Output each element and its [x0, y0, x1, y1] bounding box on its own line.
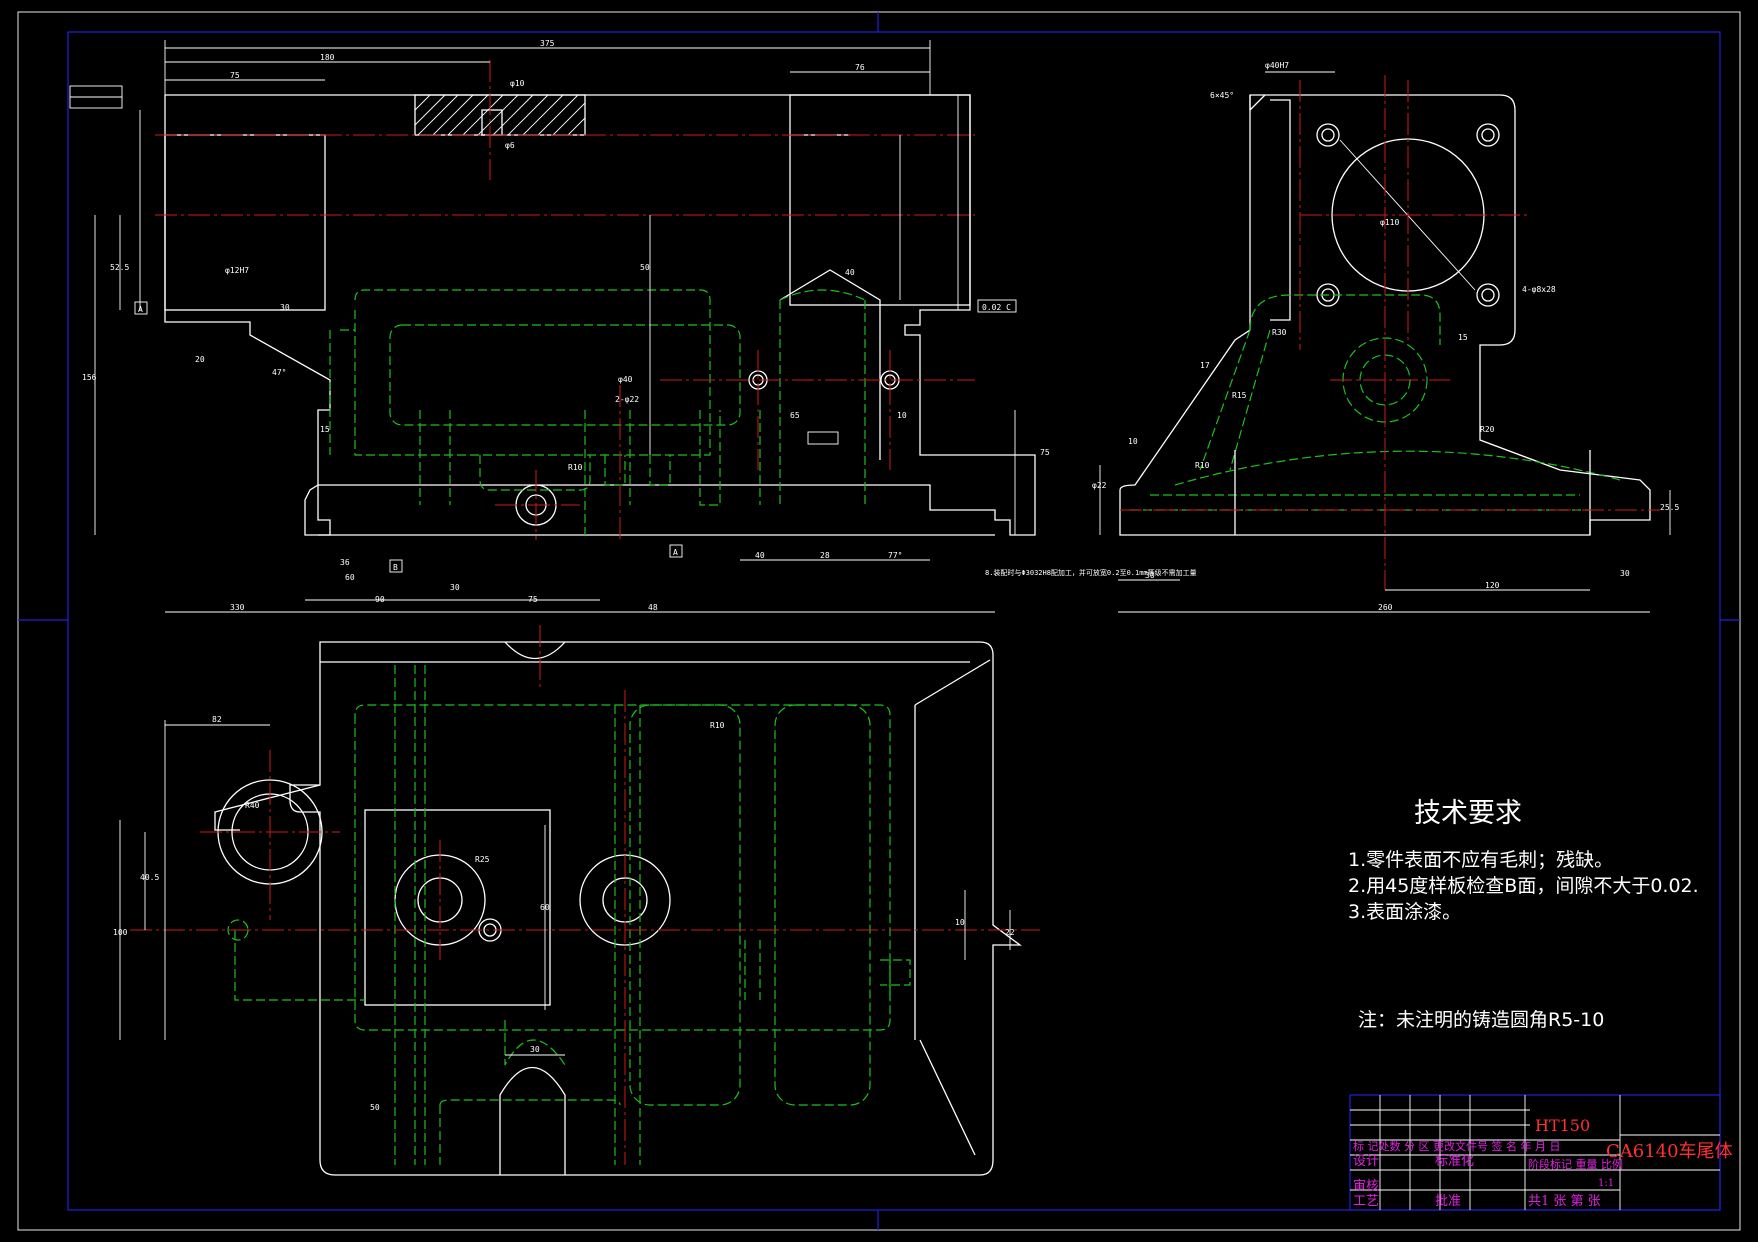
casting-fillet-note: 注：未注明的铸造圆角R5-10: [1358, 1009, 1604, 1031]
tech-req-item-2: 2.用45度样板检查B面，间隙不大于0.02.: [1348, 875, 1699, 897]
approve-label: 批准: [1435, 1194, 1461, 1209]
dim-28: 77°: [888, 551, 902, 560]
dim-30-side-right: 30: [1620, 569, 1630, 578]
review-label: 审核: [1353, 1179, 1379, 1194]
dim-65: 65: [790, 411, 800, 420]
dim-76: 76: [855, 63, 865, 72]
dim-36: 60: [345, 573, 355, 582]
drawing-border: [17, 11, 1741, 1231]
front-view: A A B 0.02 C 375 180 76 75 φ10 φ6 φ12H7 …: [69, 39, 1197, 613]
dim-77deg: 30: [450, 583, 460, 592]
side-dimension-lines: [1099, 71, 1671, 613]
dim-20-front: 20: [195, 355, 205, 364]
dim-r15: R15: [1232, 391, 1247, 400]
dim-75-bottom: 330: [230, 603, 245, 612]
dim-r40: R40: [245, 801, 260, 810]
dim-60: 90: [375, 595, 385, 604]
sheet-count: 共1 张 第 张: [1528, 1194, 1601, 1209]
dim-40-5: 40.5: [140, 873, 159, 882]
dim-30-front: 30: [280, 303, 290, 312]
dim-22-top: 22: [1005, 928, 1015, 937]
dim-50: 50: [640, 263, 650, 272]
tech-req-title: 技术要求: [1414, 798, 1522, 829]
dim-48: 40: [755, 551, 765, 560]
dim-phi12h7: φ12H7: [225, 266, 249, 275]
dim-30-side: 30: [1145, 571, 1155, 580]
dim-15-side: 15: [1458, 333, 1468, 342]
dim-60-top: 60: [540, 903, 550, 912]
dim-156: 156: [82, 373, 97, 382]
material-label: HT150: [1535, 1116, 1590, 1135]
dim-phi10: φ10: [510, 79, 525, 88]
front-side-note: 8.装配时与Φ3032H8配加工，并可放宽0.2至0.1mm等级不需加工量: [985, 568, 1197, 577]
dim-4-phi8: 4-φ8x28: [1522, 285, 1556, 294]
dim-phi6: φ6: [505, 141, 515, 150]
dim-chamfer: 6×45°: [1210, 91, 1234, 100]
scale-label: 1:1: [1598, 1178, 1614, 1189]
dim-phi40: φ40: [618, 375, 633, 384]
dim-phi40h7: φ40H7: [1265, 61, 1289, 70]
dim-75-right: 75: [1040, 448, 1050, 457]
dim-40: 40: [845, 268, 855, 277]
tech-req-item-3: 3.表面涂漆。: [1348, 901, 1461, 923]
dim-17: 17: [1200, 361, 1210, 370]
dim-phi22-side: φ22: [1092, 481, 1107, 490]
dim-10-top: 10: [955, 918, 965, 927]
dim-260: 260: [1378, 603, 1393, 612]
fcf-front-right: 0.02 C: [982, 303, 1011, 312]
dim-r10-top: R10: [710, 721, 725, 730]
top-dimension-lines: [119, 720, 1011, 1056]
stage-label: 阶段标记 重量 比例: [1528, 1157, 1623, 1171]
dim-75: 75: [230, 71, 240, 80]
dim-52-5: 52.5: [110, 263, 129, 272]
front-dimension-lines: [94, 40, 1016, 613]
dim-100-top: 100: [113, 928, 128, 937]
dim-120: 120: [1485, 581, 1500, 590]
dim-180: 180: [320, 53, 335, 62]
process-label: 工艺: [1353, 1194, 1379, 1209]
dim-phi110: φ110: [1380, 218, 1399, 227]
dim-50-top: 50: [370, 1103, 380, 1112]
dim-r20: R20: [1480, 425, 1495, 434]
dim-15-front: 15: [320, 425, 330, 434]
dim-24: 36: [340, 558, 350, 567]
standardize-label: 标准化: [1435, 1154, 1474, 1169]
dim-2-phi22: 2-φ22: [615, 395, 639, 404]
dim-40-bottom: 28: [820, 551, 830, 560]
datum-c-front: A: [138, 305, 143, 314]
dim-30-top: 30: [530, 1045, 540, 1054]
technical-requirements: 技术要求 1.零件表面不应有毛刺；残缺。 2.用45度样板检查B面，间隙不大于0…: [1348, 798, 1699, 1031]
design-label: 设计: [1353, 1154, 1379, 1169]
datum-a: A: [673, 548, 678, 557]
dim-r10-side: R10: [1195, 461, 1210, 470]
datum-b: B: [393, 563, 398, 572]
part-name: CA6140车尾体: [1606, 1141, 1733, 1162]
dim-r25: R25: [475, 855, 490, 864]
title-block: HT150 CA6140车尾体 标 记处数 分 区 更改文件号 签 名 年 月 …: [1349, 1094, 1733, 1211]
dim-r10-front: R10: [568, 463, 583, 472]
dim-375: 375: [540, 39, 555, 48]
dim-25-5: 25.5: [1660, 503, 1679, 512]
tech-req-item-1: 1.零件表面不应有毛刺；残缺。: [1348, 849, 1613, 871]
top-view: 82 R40 40.5 100 R25 60 10 22 R10 30 50: [113, 625, 1040, 1176]
dim-r30: R30: [1272, 328, 1287, 337]
dim-90: 75: [528, 595, 538, 604]
dim-330: 48: [648, 603, 658, 612]
revision-row: 标 记处数 分 区 更改文件号 签 名 年 月 日: [1353, 1139, 1560, 1153]
dim-82: 82: [212, 715, 222, 724]
dim-10-side: 10: [1128, 437, 1138, 446]
dim-47deg: 47°: [272, 368, 286, 377]
side-view: φ40H7 6×45° φ110 4-φ8x28 R30 17 R15 R20 …: [1092, 61, 1679, 613]
section-hatch: [414, 94, 586, 136]
dim-10-front: 10: [897, 411, 907, 420]
